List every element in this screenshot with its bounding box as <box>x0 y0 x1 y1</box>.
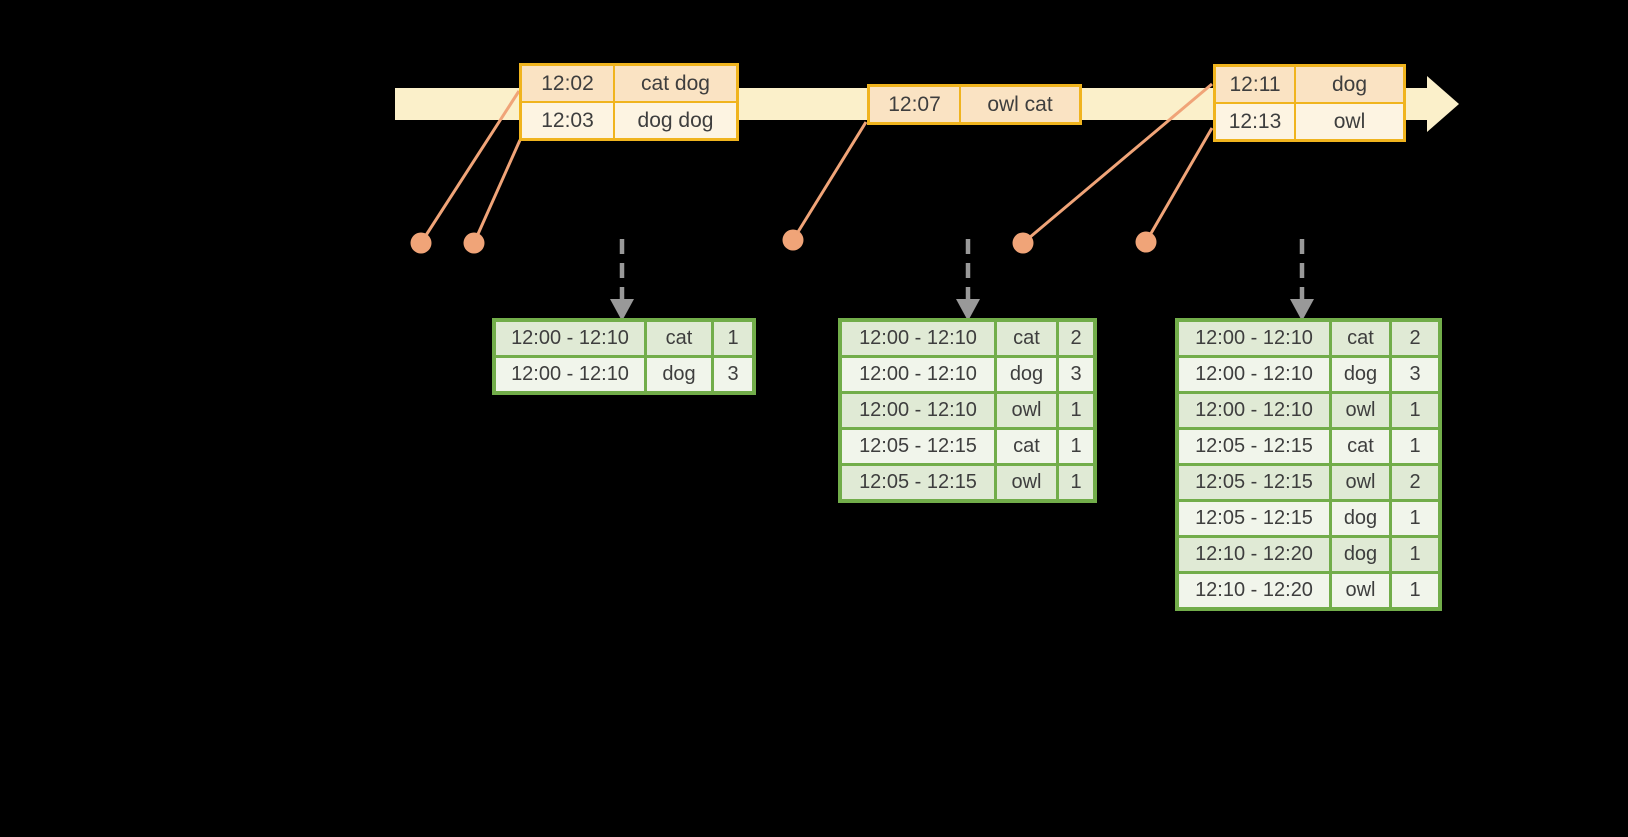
event-connector-line <box>419 90 521 244</box>
cell-word: cat <box>1329 427 1392 466</box>
cell-time: 12:02 <box>519 63 615 103</box>
cell-time: 12:11 <box>1213 64 1296 104</box>
cell-time: 12:05 - 12:15 <box>1175 499 1332 538</box>
cell-count: 2 <box>1056 318 1097 358</box>
timeline-arrowhead-icon <box>1427 76 1459 132</box>
cell-time: 12:05 - 12:15 <box>838 463 997 503</box>
cell-time: 12:03 <box>519 101 615 141</box>
cell-count: 2 <box>1389 463 1442 502</box>
cell-time: 12:00 - 12:10 <box>1175 318 1332 358</box>
cell-time: 12:13 <box>1213 102 1296 142</box>
cell-word: owl <box>1329 571 1392 611</box>
cell-count: 1 <box>1389 571 1442 611</box>
cell-words: dog dog <box>613 101 739 141</box>
cell-time: 12:05 - 12:15 <box>1175 463 1332 502</box>
trigger-arrow-icon <box>956 239 980 321</box>
cell-time: 12:00 - 12:10 <box>1175 391 1332 430</box>
cell-count: 1 <box>1389 427 1442 466</box>
cell-time: 12:07 <box>867 84 961 125</box>
event-connector-line <box>1022 82 1213 245</box>
cell-count: 3 <box>1389 355 1442 394</box>
cell-word: dog <box>994 355 1059 394</box>
cell-time: 12:00 - 12:10 <box>838 318 997 358</box>
cell-word: owl <box>1329 391 1392 430</box>
cell-time: 12:10 - 12:20 <box>1175 571 1332 611</box>
event-dot-icon <box>1012 232 1034 254</box>
trigger-arrow-icon <box>610 239 634 321</box>
cell-time: 12:00 - 12:10 <box>492 318 647 358</box>
event-connector-line <box>791 121 868 241</box>
cell-time: 12:05 - 12:15 <box>1175 427 1332 466</box>
cell-word: dog <box>1329 535 1392 574</box>
cell-time: 12:00 - 12:10 <box>838 355 997 394</box>
cell-count: 1 <box>1056 427 1097 466</box>
cell-word: cat <box>644 318 714 358</box>
cell-word: dog <box>644 355 714 395</box>
cell-count: 1 <box>1389 499 1442 538</box>
event-dot-icon <box>1135 231 1157 253</box>
cell-word: dog <box>1329 355 1392 394</box>
cell-count: 2 <box>1389 318 1442 358</box>
cell-count: 3 <box>711 355 756 395</box>
cell-word: cat <box>994 427 1059 466</box>
cell-word: owl <box>994 463 1059 503</box>
cell-word: owl <box>1329 463 1392 502</box>
cell-word: owl <box>994 391 1059 430</box>
cell-words: dog <box>1294 64 1406 104</box>
cell-time: 12:00 - 12:10 <box>492 355 647 395</box>
event-connector-line <box>1144 127 1214 243</box>
cell-count: 1 <box>1056 391 1097 430</box>
event-dot-icon <box>410 232 432 254</box>
event-dot-icon <box>463 232 485 254</box>
cell-word: cat <box>1329 318 1392 358</box>
cell-count: 1 <box>1389 391 1442 430</box>
cell-time: 12:05 - 12:15 <box>838 427 997 466</box>
cell-time: 12:00 - 12:10 <box>1175 355 1332 394</box>
event-dot-icon <box>782 229 804 251</box>
cell-words: owl <box>1294 102 1406 142</box>
cell-words: owl cat <box>959 84 1082 125</box>
cell-words: cat dog <box>613 63 739 103</box>
cell-count: 1 <box>1056 463 1097 503</box>
event-connector-line <box>472 139 522 244</box>
cell-count: 1 <box>711 318 756 358</box>
cell-time: 12:10 - 12:20 <box>1175 535 1332 574</box>
cell-count: 3 <box>1056 355 1097 394</box>
cell-time: 12:00 - 12:10 <box>838 391 997 430</box>
cell-count: 1 <box>1389 535 1442 574</box>
cell-word: cat <box>994 318 1059 358</box>
trigger-arrow-icon <box>1290 239 1314 321</box>
cell-word: dog <box>1329 499 1392 538</box>
